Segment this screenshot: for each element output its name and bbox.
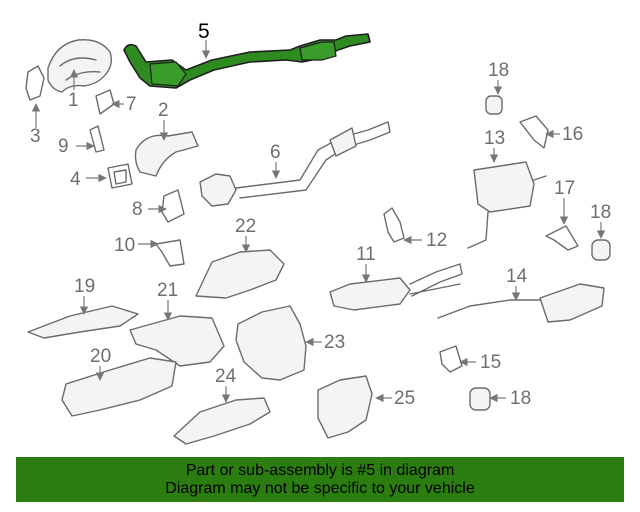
callout-13: 13 [484, 128, 505, 149]
part-18-hanger-bottom[interactable] [469, 387, 491, 411]
part-8-bracket[interactable] [161, 189, 185, 223]
part-24-heat-shield[interactable] [173, 397, 271, 445]
banner-line-disclaimer: Diagram may not be specific to your vehi… [165, 479, 475, 497]
callout-5: 5 [198, 20, 210, 43]
callout-19: 19 [74, 276, 95, 297]
callout-23: 23 [324, 332, 345, 353]
part-21-heat-shield[interactable] [129, 315, 225, 367]
callout-1: 1 [68, 90, 79, 111]
callout-18-right: 18 [590, 202, 611, 223]
part-25-heat-shield[interactable] [317, 375, 373, 439]
callout-6: 6 [270, 142, 281, 163]
callout-21: 21 [157, 280, 178, 301]
callout-3: 3 [30, 126, 41, 147]
part-9-bracket[interactable] [89, 125, 105, 153]
callout-18-bottom: 18 [510, 388, 531, 409]
part-4-gasket[interactable] [107, 163, 133, 189]
part-12-hanger[interactable] [383, 207, 405, 243]
part-13-rear-muffler[interactable] [467, 161, 547, 249]
callout-25: 25 [394, 388, 415, 409]
callout-14: 14 [506, 266, 528, 287]
callout-15: 15 [480, 352, 501, 373]
part-1-heat-shield[interactable] [47, 39, 113, 93]
part-18-hanger-top[interactable] [485, 95, 503, 115]
callout-20: 20 [90, 346, 111, 367]
part-7-bracket[interactable] [95, 89, 115, 115]
callout-10: 10 [114, 235, 135, 256]
callout-22: 22 [235, 216, 256, 237]
part-20-heat-shield[interactable] [61, 357, 177, 417]
part-10-hanger-bracket[interactable] [155, 239, 185, 267]
callout-4: 4 [70, 169, 81, 190]
leader-lines [31, 40, 606, 403]
part-6-intermediate-pipe[interactable] [199, 121, 391, 207]
callout-16: 16 [562, 124, 583, 145]
banner-line-part-number: Part or sub-assembly is #5 in diagram [185, 461, 455, 479]
part-2-exhaust-elbow[interactable] [134, 131, 199, 177]
callout-8: 8 [132, 199, 143, 220]
part-18-hanger-right[interactable] [591, 239, 611, 261]
callout-7: 7 [126, 94, 137, 115]
callout-2: 2 [158, 100, 169, 121]
part-19-heat-shield[interactable] [27, 305, 139, 339]
callout-9: 9 [58, 136, 69, 157]
part-22-heat-shield[interactable] [195, 249, 285, 299]
part-3-bracket[interactable] [25, 65, 45, 101]
callout-labels: 5 1 3 7 2 9 4 8 10 6 22 19 21 20 24 23 2… [30, 20, 611, 409]
callout-12: 12 [426, 230, 447, 251]
callout-24: 24 [215, 366, 237, 387]
part-5-front-pipe-highlighted[interactable] [123, 33, 371, 89]
part-16-bracket[interactable] [519, 115, 549, 149]
exhaust-system-diagram: 5 1 3 7 2 9 4 8 10 6 22 19 21 20 24 23 2… [25, 20, 611, 445]
part-17-bracket[interactable] [545, 225, 579, 251]
part-15-bracket[interactable] [439, 345, 463, 373]
part-14-rear-muffler-pipe[interactable] [437, 283, 605, 323]
part-23-heat-shield[interactable] [235, 305, 307, 381]
callout-11: 11 [356, 244, 376, 265]
info-banner: Part or sub-assembly is #5 in diagram Di… [16, 457, 624, 502]
part-11-center-muffler[interactable] [329, 263, 463, 311]
callout-18-top: 18 [488, 60, 509, 81]
callout-17: 17 [554, 178, 575, 199]
